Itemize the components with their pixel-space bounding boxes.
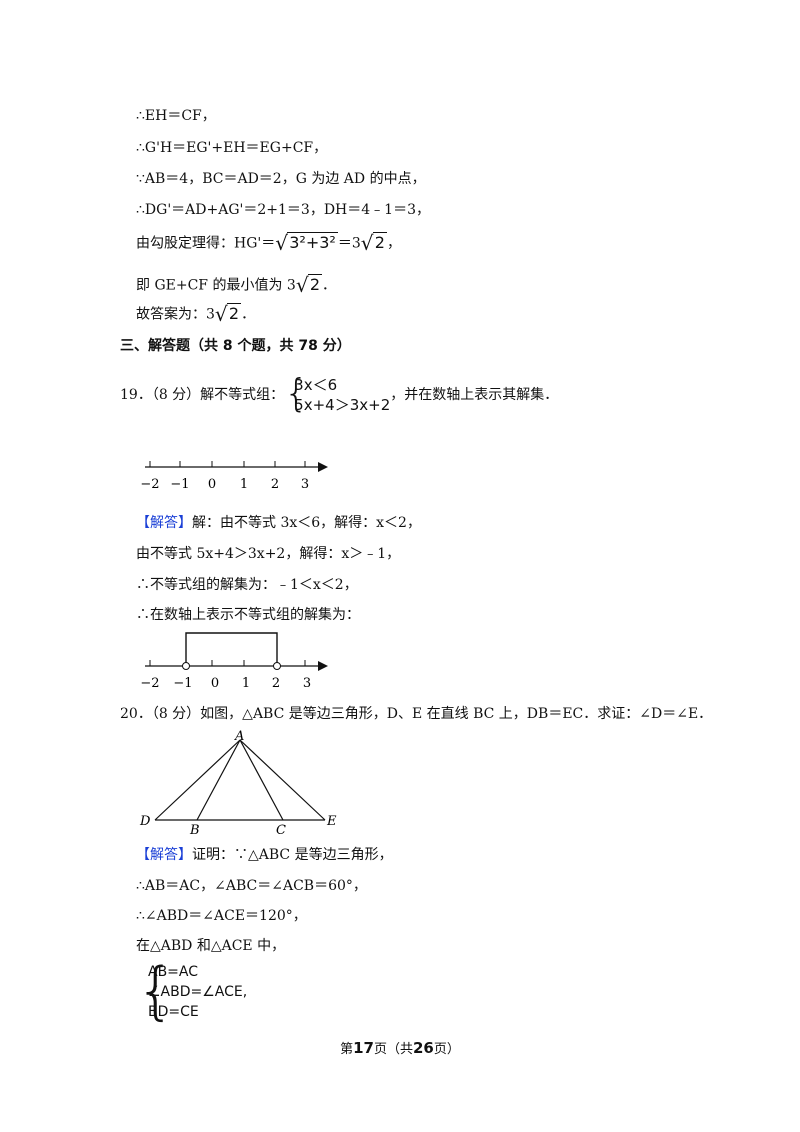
inequality-1: 3x＜6 bbox=[294, 376, 338, 394]
proof-line-6: 即 GE+CF 的最小值为 3√2． bbox=[136, 273, 337, 297]
axis-label: 3 bbox=[301, 477, 309, 492]
label-E: E bbox=[326, 814, 337, 829]
number-line-solution: −2 −1 0 1 2 3 bbox=[140, 632, 328, 690]
axis-label: 3 bbox=[303, 676, 311, 690]
q19-answer-2: 由不等式 5x+4＞3x+2，解得：x＞﹣1， bbox=[136, 546, 401, 562]
q20-answer-1: 【解答】证明：∵△ABC 是等边三角形， bbox=[136, 846, 393, 864]
open-circle-icon bbox=[182, 662, 190, 670]
footer-mid: 页（共 bbox=[373, 1042, 413, 1057]
proof-line-5-eq: ＝3 bbox=[337, 235, 361, 252]
q20-statement: 20．（8 分）如图，△ABC 是等边三角形，D、E 在直线 BC 上，DB＝E… bbox=[120, 706, 713, 722]
axis-label: −2 bbox=[140, 676, 159, 690]
axis-label: 1 bbox=[240, 477, 248, 492]
proof-line-7-end: ． bbox=[241, 306, 256, 323]
answer-tag: 【解答】 bbox=[136, 847, 192, 863]
proof-line-3: ∵AB＝4，BC＝AD＝2，G 为边 AD 的中点， bbox=[136, 171, 426, 187]
sqrt-radicand: 2 bbox=[226, 303, 242, 323]
axis-label: −1 bbox=[170, 477, 189, 492]
q20-answer-4: 在△ABD 和△ACE 中， bbox=[136, 938, 286, 954]
footer-post: 页） bbox=[433, 1042, 460, 1057]
q19-answer-3: ∴不等式组的解集为：﹣1＜x＜2， bbox=[136, 577, 358, 593]
brace-icon: { bbox=[284, 371, 309, 415]
proof-line-2: ∴G'H＝EG'+EH＝EG+CF， bbox=[136, 140, 328, 156]
proof-line-6-end: ． bbox=[322, 277, 337, 294]
brace-icon: { bbox=[136, 954, 176, 1027]
footer-pre: 第 bbox=[340, 1042, 354, 1057]
axis-label: 1 bbox=[242, 676, 250, 690]
sqrt-radicand-2: 2 bbox=[372, 232, 387, 252]
page-total: 26 bbox=[413, 1039, 434, 1057]
triangle-figure: A D B C E bbox=[139, 729, 337, 838]
q19-statement: 19．（8 分）解不等式组：{3x＜6 5x+4＞3x+2，并在数轴上表示其解集． bbox=[120, 371, 559, 415]
label-C: C bbox=[276, 823, 286, 838]
q19-answer-1: 【解答】解：由不等式 3x＜6，解得：x＜2， bbox=[136, 514, 421, 532]
axis-label: −1 bbox=[173, 676, 192, 690]
open-circle-icon bbox=[273, 662, 281, 670]
proof-line-5-text: 由勾股定理得：HG'＝ bbox=[136, 235, 276, 252]
congruence-system: { AB=AC ∠ABD=∠ACE, BD=CE bbox=[136, 956, 248, 1026]
sqrt-2: √2 bbox=[360, 231, 387, 255]
axis-label: 2 bbox=[272, 676, 280, 690]
q20-answer-2: ∴AB＝AC，∠ABC＝∠ACB＝60°， bbox=[136, 878, 367, 894]
proof-line-5-end: ， bbox=[386, 235, 401, 252]
sqrt-radicand: 3²+3² bbox=[287, 232, 338, 252]
condition-3: BD=CE bbox=[148, 1004, 199, 1020]
proof-line-7-text: 故答案为：3 bbox=[136, 306, 215, 323]
axis-label: −2 bbox=[140, 477, 159, 492]
solution-bracket bbox=[185, 632, 278, 664]
condition-2: ∠ABD=∠ACE, bbox=[148, 984, 248, 1000]
condition-1: AB=AC bbox=[148, 964, 199, 980]
proof-line-5: 由勾股定理得：HG'＝√3²+3²＝3√2， bbox=[136, 231, 401, 255]
q19-suffix: ，并在数轴上表示其解集． bbox=[390, 387, 559, 403]
axis-label: 0 bbox=[211, 676, 219, 690]
sqrt-radicand: 2 bbox=[307, 274, 323, 294]
label-B: B bbox=[189, 823, 200, 838]
proof-line-7: 故答案为：3√2． bbox=[136, 302, 256, 326]
label-D: D bbox=[139, 814, 151, 829]
inequality-2: 5x+4＞3x+2 bbox=[294, 396, 391, 414]
tick-marks bbox=[149, 461, 306, 467]
proof-line-1: ∴EH＝CF， bbox=[136, 108, 216, 124]
q19-answer-4: ∴在数轴上表示不等式组的解集为： bbox=[136, 607, 360, 623]
q19-prefix: 19．（8 分）解不等式组： bbox=[120, 387, 285, 403]
page-footer: 第17页（共26页） bbox=[0, 1038, 800, 1057]
proof-line-6-text: 即 GE+CF 的最小值为 3 bbox=[136, 277, 296, 294]
tick-marks bbox=[149, 660, 306, 666]
page-number: 17 bbox=[353, 1039, 374, 1057]
axis-label: 0 bbox=[208, 477, 216, 492]
label-A: A bbox=[234, 729, 244, 744]
number-line-1: −2 −1 0 1 2 3 bbox=[140, 461, 328, 492]
sqrt-expression: √3²+3² bbox=[275, 231, 338, 255]
sqrt-2: √2 bbox=[295, 273, 323, 297]
answer-text: 证明：∵△ABC 是等边三角形， bbox=[192, 847, 393, 863]
inequality-system: {3x＜6 5x+4＞3x+2 bbox=[284, 371, 391, 415]
proof-line-4: ∴DG'＝AD+AG'＝2+1＝3，DH＝4﹣1＝3， bbox=[136, 202, 430, 218]
sqrt-2: √2 bbox=[214, 302, 242, 326]
section-heading: 三、解答题（共 8 个题，共 78 分） bbox=[120, 338, 351, 354]
answer-tag: 【解答】 bbox=[136, 515, 192, 531]
q20-answer-3: ∴∠ABD＝∠ACE＝120°， bbox=[136, 908, 307, 924]
axis-label: 2 bbox=[271, 477, 279, 492]
answer-text: 解：由不等式 3x＜6，解得：x＜2， bbox=[192, 515, 421, 531]
